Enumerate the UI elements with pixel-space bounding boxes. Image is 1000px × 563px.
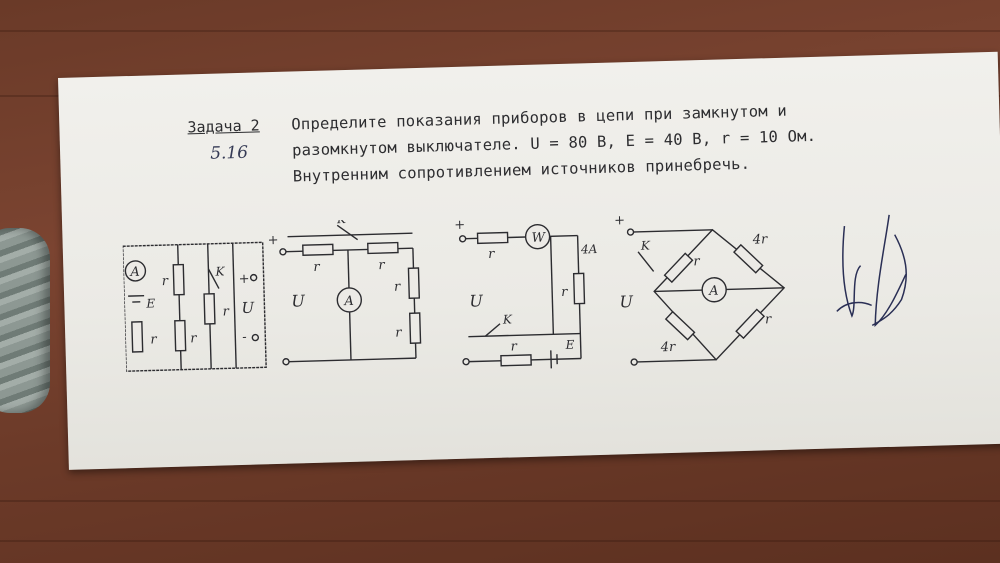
resistor-label: r (510, 339, 517, 354)
ammeter-icon (701, 277, 727, 303)
resistor-label: r (693, 254, 700, 269)
resistor-icon (302, 243, 334, 256)
circuit-1: A E r r r K r + U - (122, 241, 267, 372)
ammeter-icon (336, 287, 363, 313)
resistor-label: r (190, 331, 197, 346)
resistor-label: r (394, 280, 401, 295)
voltage-label: U (291, 291, 306, 310)
resistor-icon (408, 312, 422, 344)
task-paper: Задача 2 5.16 Определите показания прибо… (58, 51, 1000, 470)
ammeter-label: A (343, 294, 354, 309)
minus-terminal: - (242, 330, 247, 345)
resistor-icon (664, 310, 696, 341)
switch-icon (637, 251, 655, 272)
resistor-label: r (313, 260, 320, 275)
resistor-icon (174, 319, 187, 352)
switch-icon (207, 268, 220, 289)
resistor-label: r (162, 274, 169, 289)
ammeter-icon (124, 260, 147, 282)
switch-label: K (336, 212, 347, 226)
wattmeter-icon (524, 223, 551, 250)
resistor-icon (572, 272, 586, 305)
wattmeter-label: W (531, 230, 546, 245)
resistor-icon (407, 267, 421, 299)
resistor-label: 4r (752, 232, 769, 247)
resistor-label: r (765, 312, 772, 327)
switch-icon (484, 323, 501, 337)
resistor-icon (131, 321, 144, 353)
resistor-icon (367, 241, 399, 255)
circuit-3: + r W 4A r U K r E (454, 218, 598, 369)
resistor-icon (476, 231, 509, 245)
source-label: E (145, 296, 155, 310)
resistor-icon (172, 263, 185, 296)
plus-terminal: + (614, 213, 625, 228)
resistor-label: r (395, 325, 402, 340)
ammeter-label: A (129, 265, 140, 280)
switch-icon (336, 224, 359, 241)
switch-label: K (214, 264, 225, 278)
resistor-label: r (150, 332, 157, 347)
voltage-label: U (241, 299, 255, 317)
resistor-label: r (488, 247, 495, 262)
circuit-4: + A K U r 4r 4r r (614, 213, 786, 366)
voltage-label: U (619, 292, 634, 311)
current-label: 4A (580, 242, 598, 256)
resistor-icon (203, 293, 216, 325)
resistor-icon (732, 243, 764, 274)
resistor-icon (500, 354, 532, 367)
resistor-label: 4r (660, 340, 677, 355)
resistor-label: r (378, 258, 385, 273)
resistor-label: r (222, 304, 229, 319)
circuit-diagrams: A E r r r K r + U - + K (122, 212, 786, 372)
voltage-label: U (469, 291, 484, 310)
task-label: Задача 2 (187, 116, 260, 137)
plus-terminal: + (267, 233, 278, 248)
task-text-line-3: Внутренним сопротивлением источников при… (292, 154, 751, 186)
resistor-icon (735, 308, 766, 340)
source-label: E (564, 338, 574, 352)
switch-label: K (502, 312, 513, 326)
task-number: 5.16 (209, 142, 249, 164)
resistor-label: r (561, 285, 568, 300)
plus-terminal: + (238, 272, 249, 287)
circuit-2: + K r r A U r r (267, 212, 422, 366)
resistor-icon (663, 252, 694, 284)
ammeter-label: A (708, 284, 719, 299)
handwritten-signature (836, 214, 907, 327)
rope-tassel (0, 228, 50, 413)
switch-label: K (640, 239, 651, 253)
plus-terminal: + (454, 218, 465, 233)
